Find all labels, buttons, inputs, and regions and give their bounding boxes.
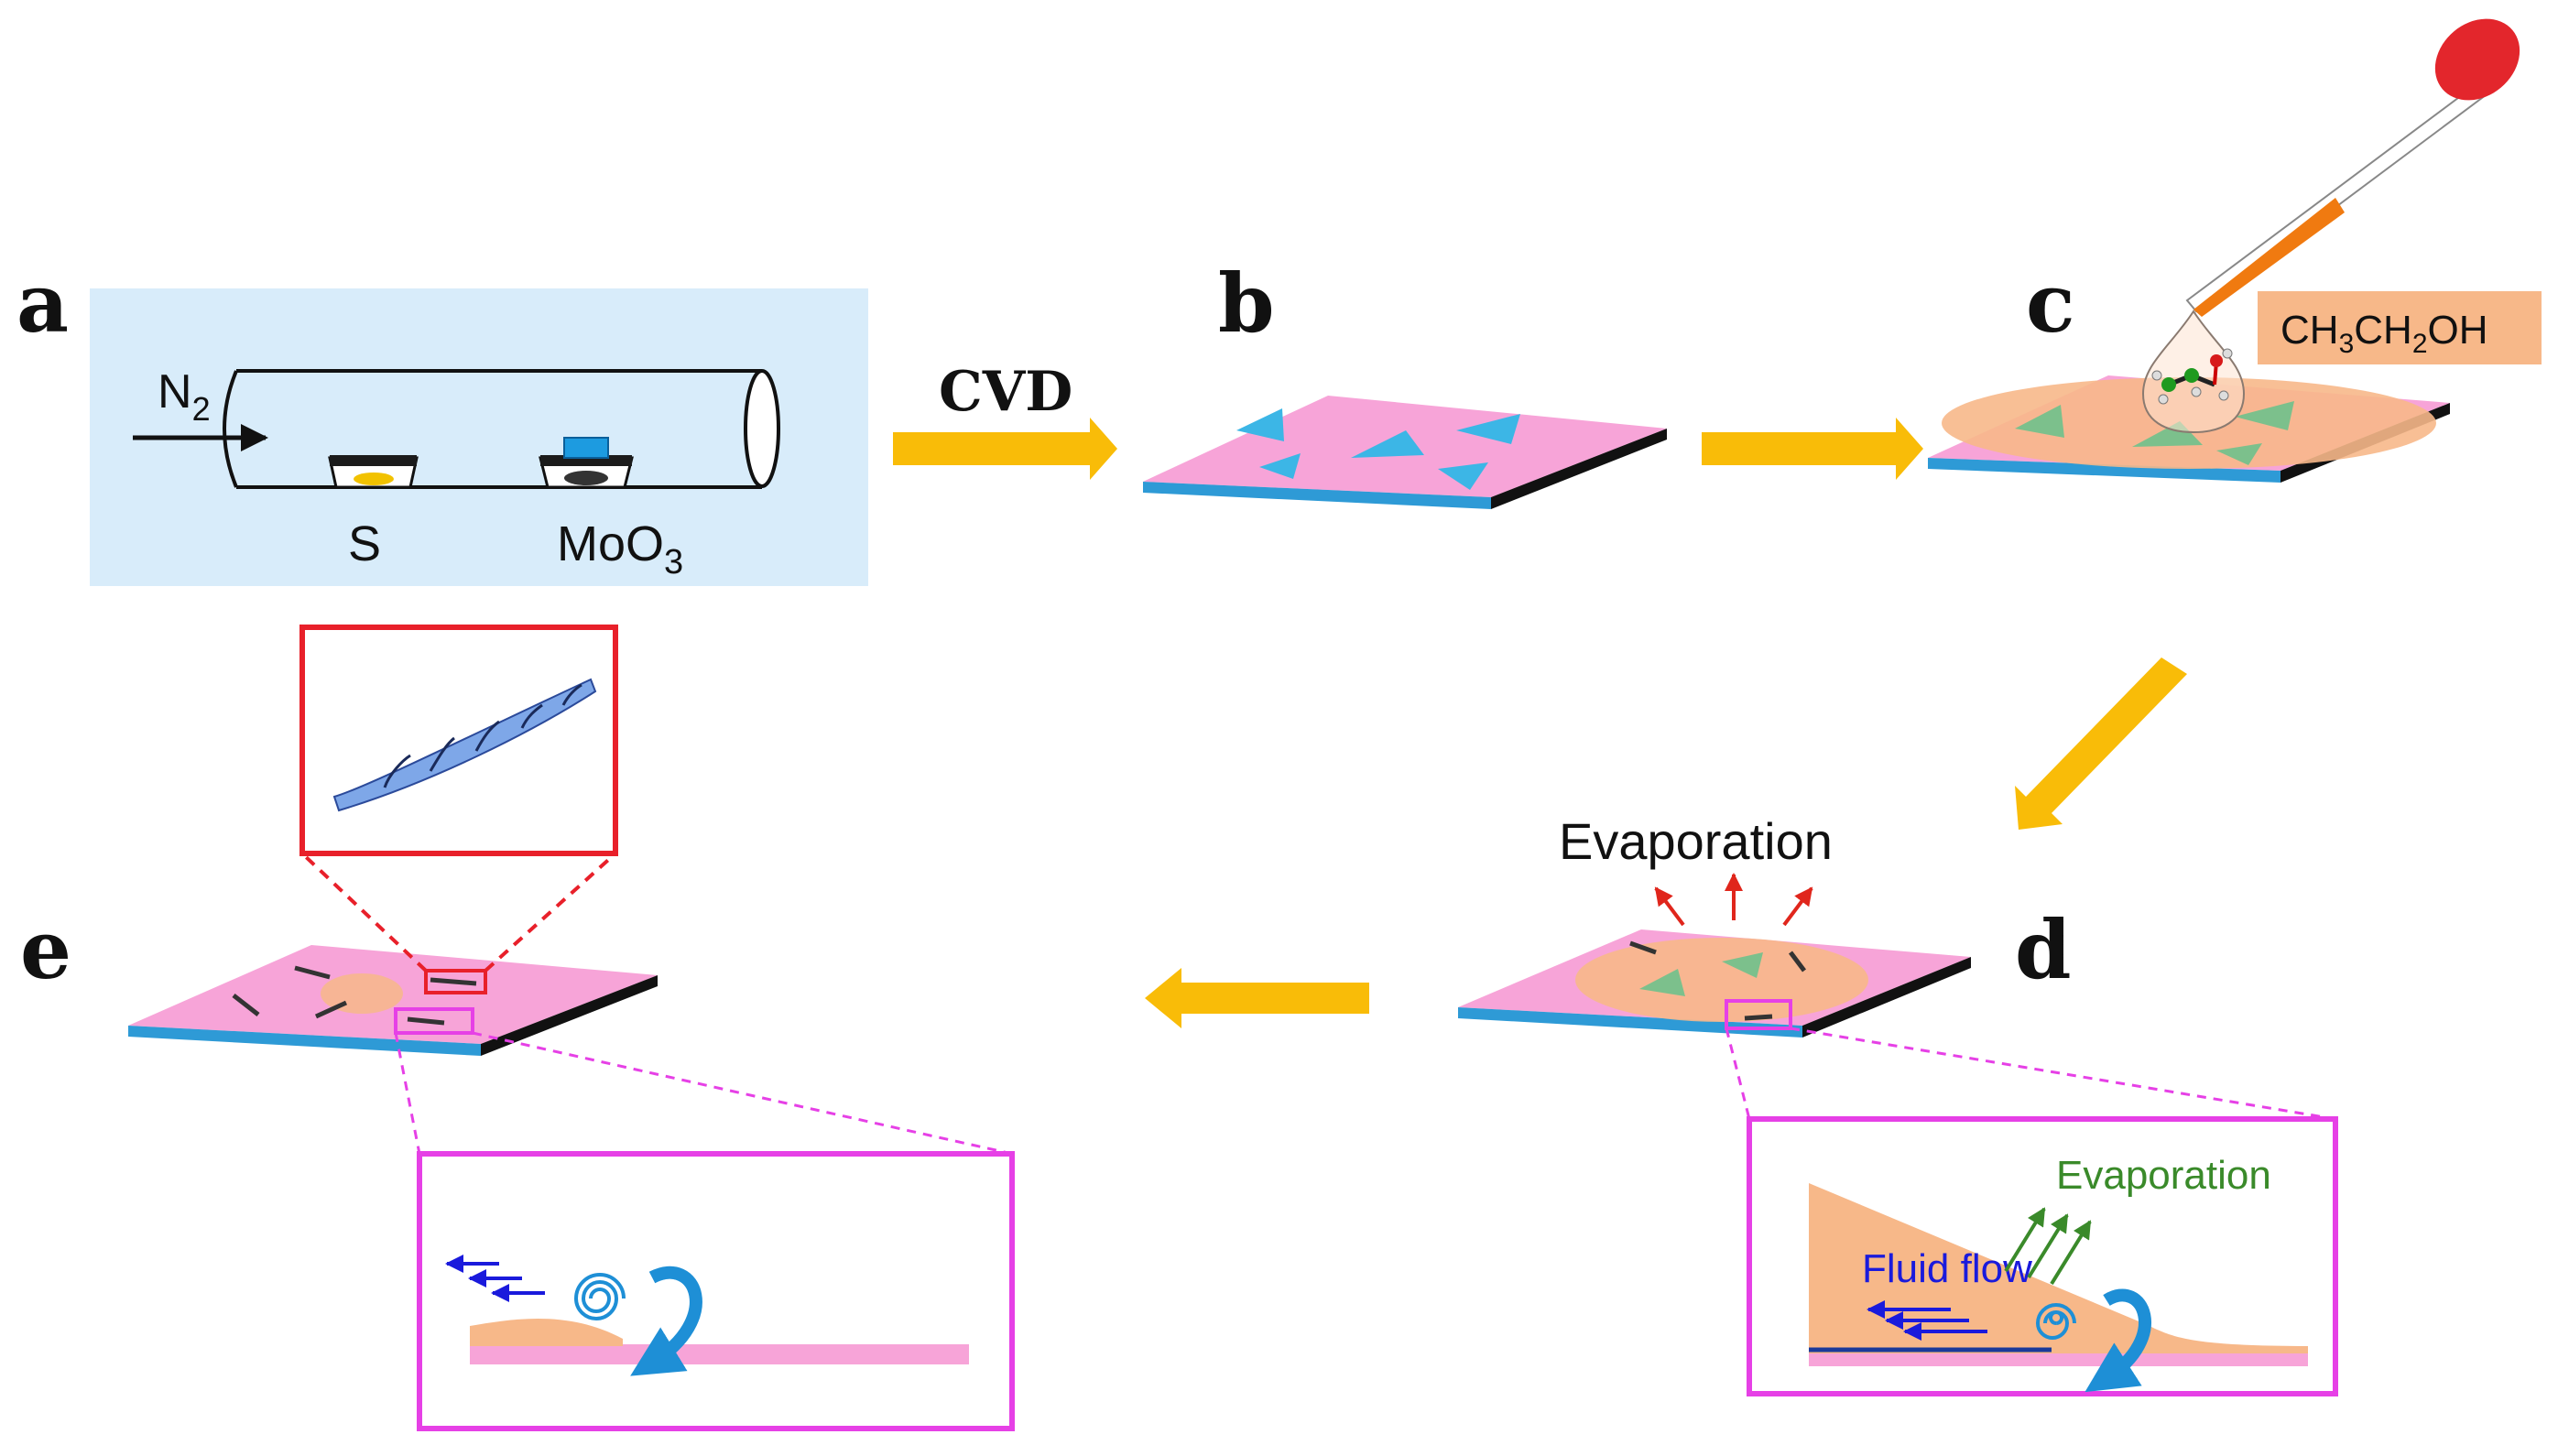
zoom-region-d (1725, 999, 1792, 1030)
panel-b: b (1143, 255, 1667, 509)
mos2-flake (2235, 401, 2294, 430)
n2-label: N2 (158, 365, 211, 428)
pipette (2185, 18, 2520, 317)
scroll-icon (573, 1273, 626, 1320)
ethanol-label-box (2258, 291, 2542, 364)
substrate-e (128, 945, 658, 1056)
ethanol-label: CH3CH2OH (2280, 308, 2488, 359)
scroll-icon (2035, 1303, 2076, 1340)
hydrogen-atom (2158, 394, 2169, 405)
mos2-scroll (294, 965, 331, 980)
ethanol-droplet (2141, 310, 2246, 434)
carbon-atom (2161, 377, 2176, 392)
mos2-flake (1456, 414, 1520, 444)
mos2-scroll (407, 1016, 445, 1026)
panel-label-a: a (16, 255, 69, 351)
rolling-arrow (630, 1266, 702, 1376)
mos2-scroll (430, 977, 477, 986)
rolled-scroll (1629, 940, 1657, 955)
zoom-connector-red (484, 852, 617, 972)
zoom-connector (394, 1032, 421, 1155)
zoom-region-e-magenta (394, 1007, 474, 1035)
inset-e (417, 1151, 1015, 1431)
inset-e-scroll (299, 625, 618, 856)
sulfur-label: S (348, 516, 381, 571)
rolled-scroll (1789, 951, 1806, 972)
rolled-scroll (1744, 1014, 1773, 1021)
panel-label-b: b (1218, 255, 1275, 351)
oxygen-atom (2210, 354, 2223, 367)
pipette-bulb (2434, 18, 2520, 101)
moo3-label: MoO3 (557, 516, 683, 581)
panel-label-e: e (20, 902, 71, 997)
zoom-connector (1725, 1027, 1751, 1120)
mos2-flake (1259, 453, 1301, 479)
moo3-boat (539, 437, 634, 489)
zoom-connector-red (300, 852, 428, 972)
rolling-arrow (2084, 1288, 2151, 1393)
mos2-flake (2015, 405, 2064, 438)
hydrogen-atom (2151, 370, 2162, 381)
panel-a: a N2 S MoO3 (16, 255, 868, 586)
gold-arrow-d-e (1145, 968, 1369, 1028)
zoom-connector (472, 1031, 1013, 1156)
hydrogen-atom (2191, 386, 2202, 397)
cvd-step: CVD (893, 360, 1117, 480)
gold-arrow-b-c (1702, 418, 1923, 480)
evap-arrow-green (2004, 1207, 2046, 1273)
inset-residual-ethanol (470, 1318, 623, 1346)
mos2-flake (2216, 443, 2262, 465)
quartz-tube (223, 369, 780, 489)
panel-label-c: c (2026, 255, 2075, 351)
panel-label-d: d (2015, 902, 2072, 997)
cvd-label: CVD (939, 360, 1072, 424)
evaporation-arrows-red (1654, 873, 1813, 927)
evaporation-label-top: Evaporation (1559, 812, 1833, 870)
gold-arrow-a-b (893, 418, 1117, 480)
fluid-flow-label: Fluid flow (1862, 1246, 2032, 1291)
mos2-flake (1438, 462, 1488, 490)
evap-arrow-green (2050, 1220, 2092, 1286)
sulfur-boat (328, 455, 419, 489)
mos2-flake (1236, 408, 1284, 441)
panel-d: d Evaporation (1458, 812, 2338, 1396)
mos2-flake (1351, 430, 1424, 458)
hydrogen-atom (2218, 390, 2229, 401)
mos2-scroll (232, 994, 260, 1016)
substrate-b (1143, 396, 1667, 509)
inset-substrate (470, 1344, 969, 1364)
carbon-atom (2184, 368, 2199, 383)
zoom-connector (1790, 1027, 2336, 1121)
mos2-flake (1639, 969, 1685, 996)
ethanol-film-shrinking (1575, 938, 1868, 1022)
panel-c: c (1928, 18, 2542, 483)
inset-d: Fluid flow Evaporation (1747, 1116, 2338, 1396)
evap-arrow-green (2027, 1213, 2069, 1279)
substrate-d (1458, 929, 1971, 1038)
zoom-region-e-red (424, 969, 487, 994)
nanoscroll-3d (332, 678, 597, 812)
panel-e: e (20, 625, 1015, 1431)
mos2-scroll (314, 1000, 348, 1019)
evaporation-label-inset: Evaporation (2056, 1153, 2271, 1198)
hydrogen-atom (2222, 348, 2233, 359)
gold-arrow-c-d (2015, 657, 2187, 830)
mos2-flake (1722, 952, 1763, 978)
